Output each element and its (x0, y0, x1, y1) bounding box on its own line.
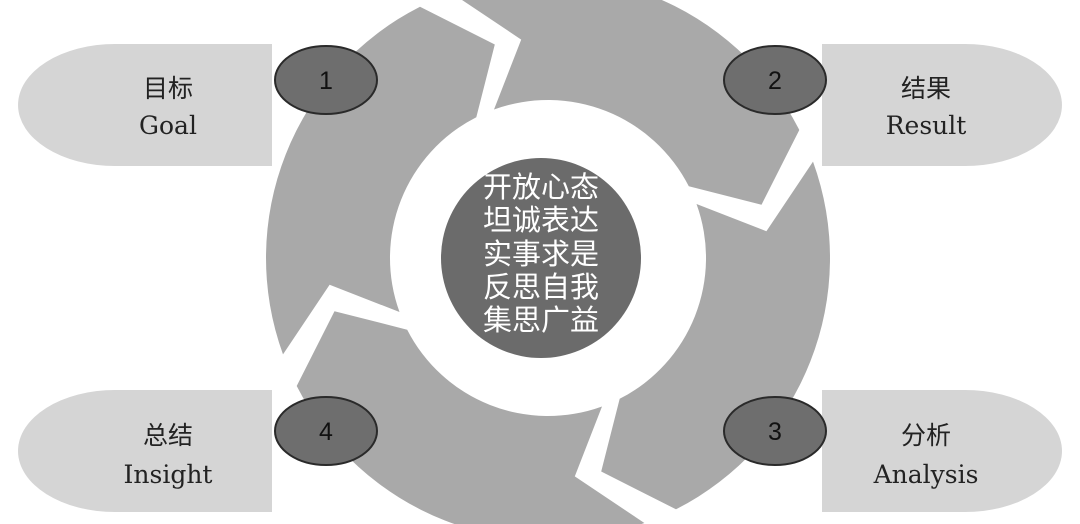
step-badge-2 (723, 45, 827, 115)
arrow-segment-bottom (296, 311, 645, 524)
center-line-1: 开放心态 (483, 170, 599, 204)
step-number-2: 2 (768, 67, 782, 95)
step-badge-1 (274, 45, 378, 115)
goal-label-en: Goal (139, 111, 197, 140)
analysis-label-zh: 分析 (901, 421, 951, 450)
step-number-4: 4 (319, 418, 333, 446)
result-label-zh: 结果 (901, 74, 951, 103)
analysis-label-en: Analysis (873, 460, 979, 489)
result-label-en: Result (886, 111, 967, 140)
center-line-2: 坦诚表达 (483, 203, 599, 237)
tab-analysis (822, 390, 1062, 512)
center-circle (441, 158, 641, 358)
center-line-3: 实事求是 (483, 237, 599, 271)
insight-label-en: Insight (124, 460, 213, 489)
insight-label-zh: 总结 (143, 421, 193, 450)
step-badge-3 (723, 396, 827, 466)
tab-goal (18, 44, 272, 166)
goal-label-zh: 目标 (143, 74, 193, 103)
center-line-4: 反思自我 (483, 270, 599, 304)
tab-result (822, 44, 1062, 166)
step-badge-4 (274, 396, 378, 466)
tab-insight (18, 390, 272, 512)
step-number-1: 1 (319, 67, 333, 95)
arrow-segment-top (462, 0, 800, 205)
step-number-3: 3 (768, 418, 782, 446)
center-line-5: 集思广益 (483, 303, 599, 337)
